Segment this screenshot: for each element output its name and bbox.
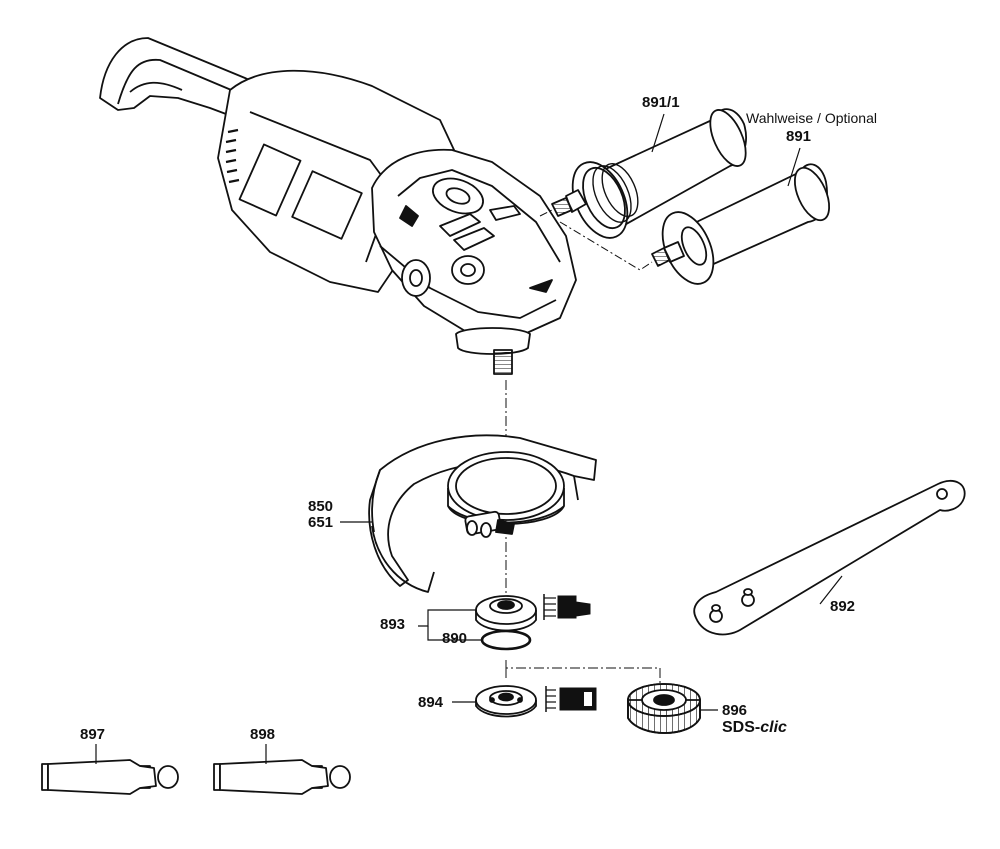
o-ring-890 [480, 629, 532, 651]
label-891-1: 891/1 [642, 94, 680, 111]
label-850: 850 [308, 498, 334, 515]
label-891: 891 [786, 128, 812, 145]
grinder-spindle [493, 349, 513, 375]
angle-grinder-illustration [99, 37, 577, 375]
optional-note: Wahlweise / Optional [746, 110, 877, 126]
label-896: 896 [722, 702, 748, 719]
label-651: 651 [308, 514, 334, 531]
mounting-flange-893 [475, 595, 537, 632]
two-pin-spanner-892 [693, 479, 966, 636]
label-892: 892 [830, 598, 856, 615]
auxiliary-handle-891-1 [551, 108, 747, 239]
label-890: 890 [442, 630, 468, 647]
assembly-line-handles [539, 209, 653, 271]
label-898: 898 [250, 726, 276, 743]
grinder-rear-handle [99, 37, 263, 127]
assembly-line-896 [505, 660, 661, 684]
protection-guard-850 [368, 434, 597, 593]
label-897: 897 [80, 726, 106, 743]
sds-clic-prefix: SDS- [722, 719, 761, 736]
label-893: 893 [380, 616, 406, 633]
nut-orientation-symbol-894 [545, 686, 597, 712]
flange-orientation-symbol-893 [543, 594, 591, 620]
grinder-gear-head [371, 148, 577, 337]
auxiliary-handle-891 [651, 163, 831, 285]
grease-tube-898 [213, 759, 351, 795]
grinder-spindle-collar [455, 327, 531, 355]
sds-clic-suffix: clic [760, 719, 787, 736]
label-894: 894 [418, 694, 444, 711]
leader-lines [95, 113, 843, 764]
grease-tube-897 [41, 759, 179, 795]
sds-clic-label: SDS-clic [722, 719, 787, 737]
clamping-nut-894 [475, 685, 537, 718]
quick-clamping-nut-896 [627, 683, 701, 734]
